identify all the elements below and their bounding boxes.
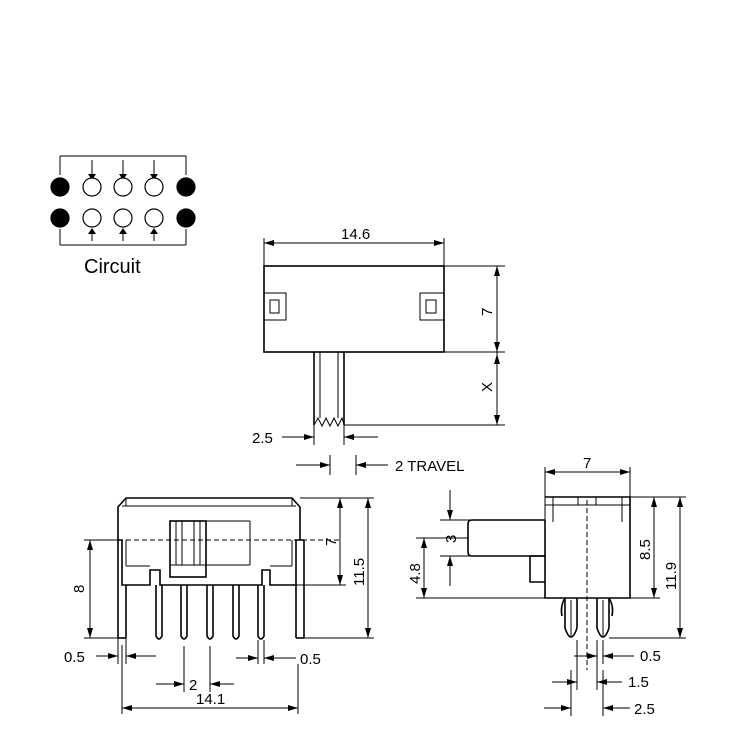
dim-body-height: 8.5 [637,539,654,560]
dim-actuator-width: 2.5 [252,430,273,447]
circuit-diagram: Circuit [50,155,196,278]
dim-top-to-shaft: 7 [323,538,340,546]
dim-pin-width-left: 0.5 [64,649,85,666]
dim-pitch: 2 [189,677,197,694]
front-view: 8 7 11.5 0.5 0.5 [64,497,374,714]
dim-pin-width-right: 0.5 [300,651,321,668]
dim-pin-height: 8 [71,585,88,593]
top-view: 14.6 7 X 2.5 2 TRAVEL [252,226,505,475]
dim-travel: 2 TRAVEL [395,458,464,475]
dim-side-overall-height: 11.9 [663,562,680,590]
dim-overall-width: 14.1 [196,691,225,708]
side-view: 7 3 4.8 8.5 11.9 0.5 [407,455,686,718]
dim-side-width: 7 [583,455,591,472]
dim-actuator-length: X [479,382,496,392]
circuit-label: Circuit [84,256,141,278]
dim-shaft-diameter: 3 [443,535,460,543]
dim-shaft-height: 4.8 [407,563,424,584]
dim-side-row-spacing: 2.5 [634,701,655,718]
dim-overall-height: 11.5 [351,558,368,586]
dim-top-width: 14.6 [341,226,370,243]
dim-side-pin-thickness: 0.5 [640,648,661,665]
dim-side-pin-spacing: 1.5 [628,674,649,691]
dim-top-height: 7 [479,308,496,316]
